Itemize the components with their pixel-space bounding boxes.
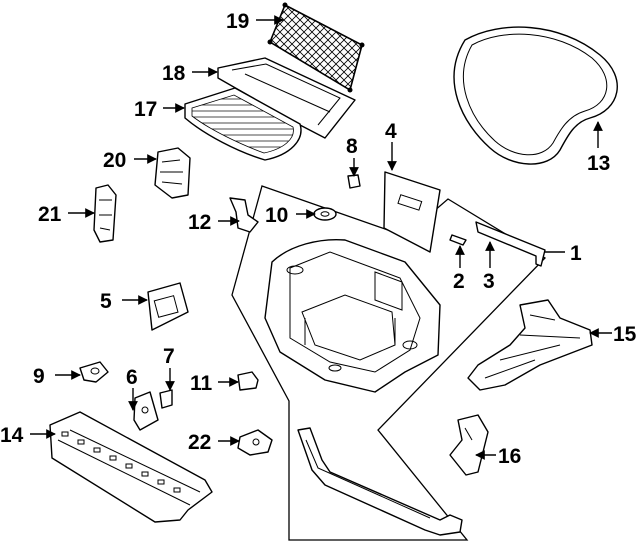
part-2-clip bbox=[449, 234, 467, 246]
part-15-side-trim bbox=[467, 299, 593, 391]
part-5-cover-pad bbox=[147, 282, 189, 331]
part-1-trunk-liner bbox=[264, 238, 441, 393]
callout-3: 3 bbox=[483, 270, 495, 293]
callout-12: 12 bbox=[188, 211, 211, 234]
part-14-rear-sill-panel bbox=[49, 411, 213, 523]
part-22-bracket bbox=[237, 429, 273, 456]
part-7-clip bbox=[159, 389, 173, 409]
part-4-access-panel bbox=[383, 171, 441, 253]
callout-9: 9 bbox=[33, 365, 45, 388]
callout-16: 16 bbox=[498, 445, 521, 468]
callout-21: 21 bbox=[38, 203, 62, 226]
part-21-side-bracket bbox=[93, 184, 117, 243]
callout-11: 11 bbox=[190, 372, 213, 395]
part-16-retainer bbox=[449, 414, 489, 476]
callout-10: 10 bbox=[265, 204, 288, 227]
callout-22: 22 bbox=[188, 431, 211, 454]
part-9-fastener bbox=[79, 361, 109, 383]
part-3-trim-strip bbox=[475, 221, 546, 267]
part-11-clip bbox=[237, 371, 259, 391]
callout-4: 4 bbox=[385, 120, 397, 143]
part-18-cargo-tray bbox=[217, 57, 356, 139]
part-6-bracket bbox=[133, 391, 159, 431]
callout-17: 17 bbox=[134, 98, 157, 121]
callout-8: 8 bbox=[346, 135, 358, 158]
callout-labels: 19 18 17 20 21 12 8 10 4 2 3 1 13 15 16 … bbox=[0, 10, 637, 468]
callout-6: 6 bbox=[126, 366, 138, 389]
part-13-trunk-weatherstrip bbox=[453, 26, 618, 165]
part-17-trunk-floor-mat bbox=[184, 87, 302, 161]
callout-13: 13 bbox=[587, 152, 610, 175]
leader-lines bbox=[30, 15, 612, 460]
callout-18: 18 bbox=[162, 62, 186, 85]
part-8-clip bbox=[347, 174, 361, 189]
callout-15: 15 bbox=[613, 323, 637, 346]
callout-2: 2 bbox=[453, 270, 465, 293]
callout-14: 14 bbox=[0, 424, 24, 447]
part-12-clip bbox=[229, 197, 259, 233]
callout-1: 1 bbox=[570, 242, 582, 265]
part-20-bracket bbox=[154, 147, 191, 199]
part-crossmember bbox=[297, 427, 463, 536]
part-19-cargo-net bbox=[267, 2, 365, 93]
callout-20: 20 bbox=[103, 149, 126, 172]
callout-19: 19 bbox=[226, 10, 249, 33]
callout-5: 5 bbox=[100, 290, 112, 313]
callout-7: 7 bbox=[163, 345, 175, 368]
part-10-grommet bbox=[313, 207, 337, 221]
